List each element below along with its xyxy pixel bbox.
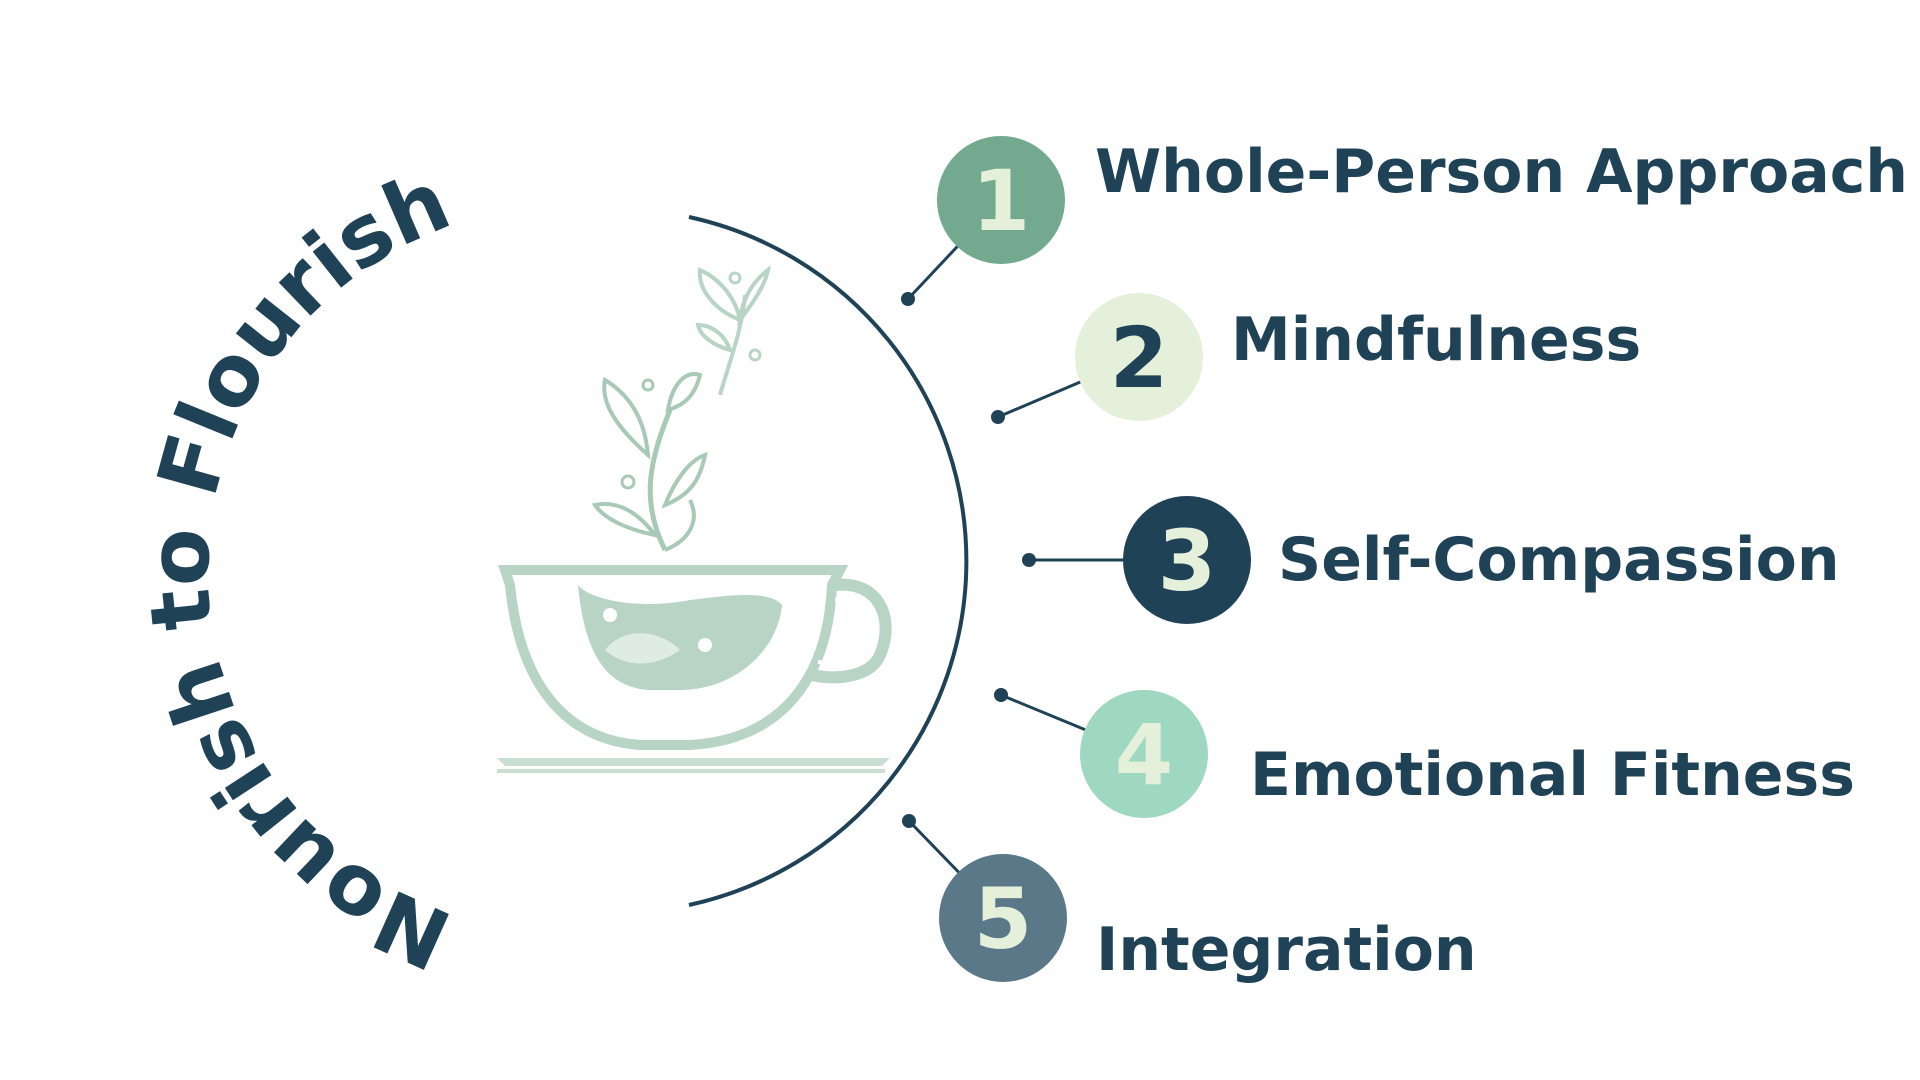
tea-cup-with-leaves-icon bbox=[497, 270, 890, 771]
step-item: 2 Mindfulness bbox=[991, 293, 1641, 424]
step-number: 4 bbox=[1115, 706, 1173, 804]
step-node-dot bbox=[901, 292, 915, 306]
step-node-dot bbox=[902, 814, 916, 828]
step-label: Integration bbox=[1096, 915, 1477, 985]
steps-list: 1 Whole-Person Approach 2 Mindfulness 3 Self-… bbox=[901, 136, 1908, 985]
step-node-dot bbox=[1022, 553, 1036, 567]
step-number: 3 bbox=[1158, 512, 1216, 610]
step-item: 4 Emotional Fitness bbox=[994, 688, 1855, 818]
step-item: 5 Integration bbox=[902, 814, 1477, 985]
step-item: 3 Self-Compassion bbox=[1022, 496, 1840, 624]
step-number: 2 bbox=[1110, 309, 1168, 407]
step-number: 1 bbox=[972, 152, 1030, 250]
step-item: 1 Whole-Person Approach bbox=[901, 136, 1908, 306]
step-number: 5 bbox=[974, 870, 1032, 968]
step-label: Mindfulness bbox=[1231, 305, 1641, 375]
step-node-dot bbox=[991, 410, 1005, 424]
step-label: Self-Compassion bbox=[1278, 525, 1840, 595]
step-label: Emotional Fitness bbox=[1250, 740, 1855, 810]
connector-arc bbox=[689, 217, 966, 905]
step-label: Whole-Person Approach bbox=[1095, 137, 1908, 207]
diagram-title: Nourish to Flourish bbox=[129, 151, 464, 988]
step-node-dot bbox=[994, 688, 1008, 702]
